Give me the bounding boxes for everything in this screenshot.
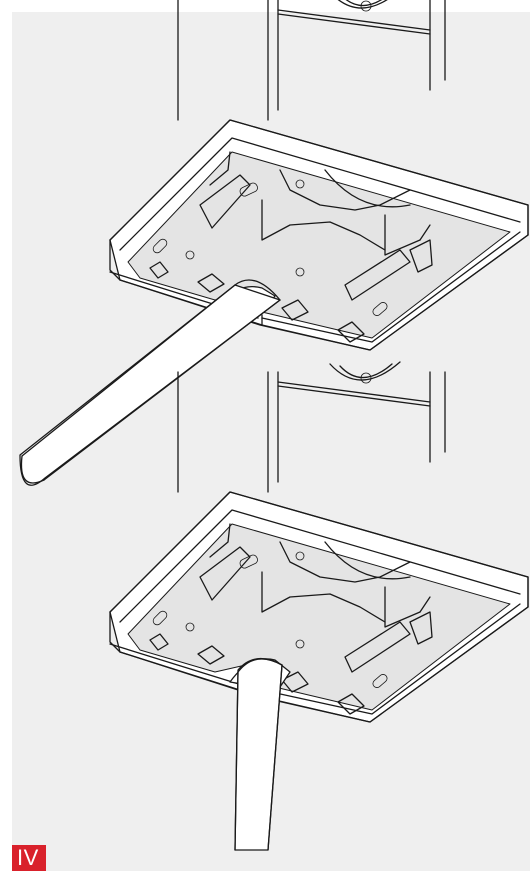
figure-cable-diagonal [19, 0, 529, 486]
step-number-badge: IV [12, 845, 46, 871]
figure-cable-vertical [109, 361, 529, 851]
